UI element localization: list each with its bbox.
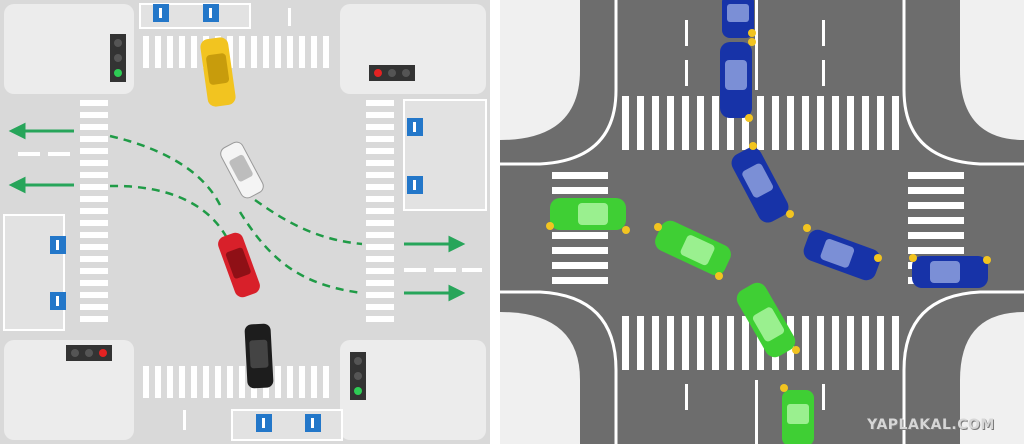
blue-car xyxy=(722,0,754,38)
crosswalk-top xyxy=(622,96,899,150)
lane-dashes xyxy=(18,8,482,430)
corner-bottom-left xyxy=(500,312,580,444)
parking-left xyxy=(3,214,65,331)
traffic-light-top-left xyxy=(110,34,126,82)
green-car xyxy=(782,390,814,444)
white-car xyxy=(220,141,264,199)
left-arrows xyxy=(8,122,74,194)
corner-top-left xyxy=(4,4,134,94)
green-car xyxy=(655,220,731,276)
blue-car xyxy=(731,147,789,223)
lane-markings xyxy=(685,0,825,444)
corner-bottom-right xyxy=(960,312,1024,444)
right-arrows xyxy=(404,235,466,302)
crosswalk-right xyxy=(366,100,394,322)
green-car xyxy=(736,282,796,358)
left-intersection-diagram xyxy=(0,0,490,444)
parking-bottom xyxy=(231,409,343,441)
black-car xyxy=(244,323,274,389)
green-car xyxy=(550,198,626,230)
blue-car xyxy=(803,229,881,281)
left-intersection-svg xyxy=(0,0,490,444)
corner-top-right xyxy=(960,0,1024,140)
crosswalk-left xyxy=(80,100,108,322)
traffic-light-top-right xyxy=(369,65,415,81)
red-car xyxy=(218,232,260,298)
corner-bottom-right xyxy=(340,340,486,440)
corner-top-left xyxy=(500,0,580,140)
right-intersection-svg xyxy=(500,0,1024,444)
right-intersection-diagram xyxy=(500,0,1024,444)
traffic-light-bottom-left xyxy=(66,345,112,361)
traffic-light-bottom-right xyxy=(350,352,366,400)
indicator-flashes xyxy=(546,29,991,392)
trajectory-paths xyxy=(109,134,363,295)
corner-bottom-left xyxy=(4,340,134,440)
yellow-car xyxy=(200,37,236,107)
road-edges xyxy=(500,0,1024,444)
sign-icons xyxy=(50,4,423,432)
watermark: YAPLAKAL.COM xyxy=(867,417,995,433)
blue-car xyxy=(912,256,988,288)
blue-car xyxy=(720,42,752,118)
